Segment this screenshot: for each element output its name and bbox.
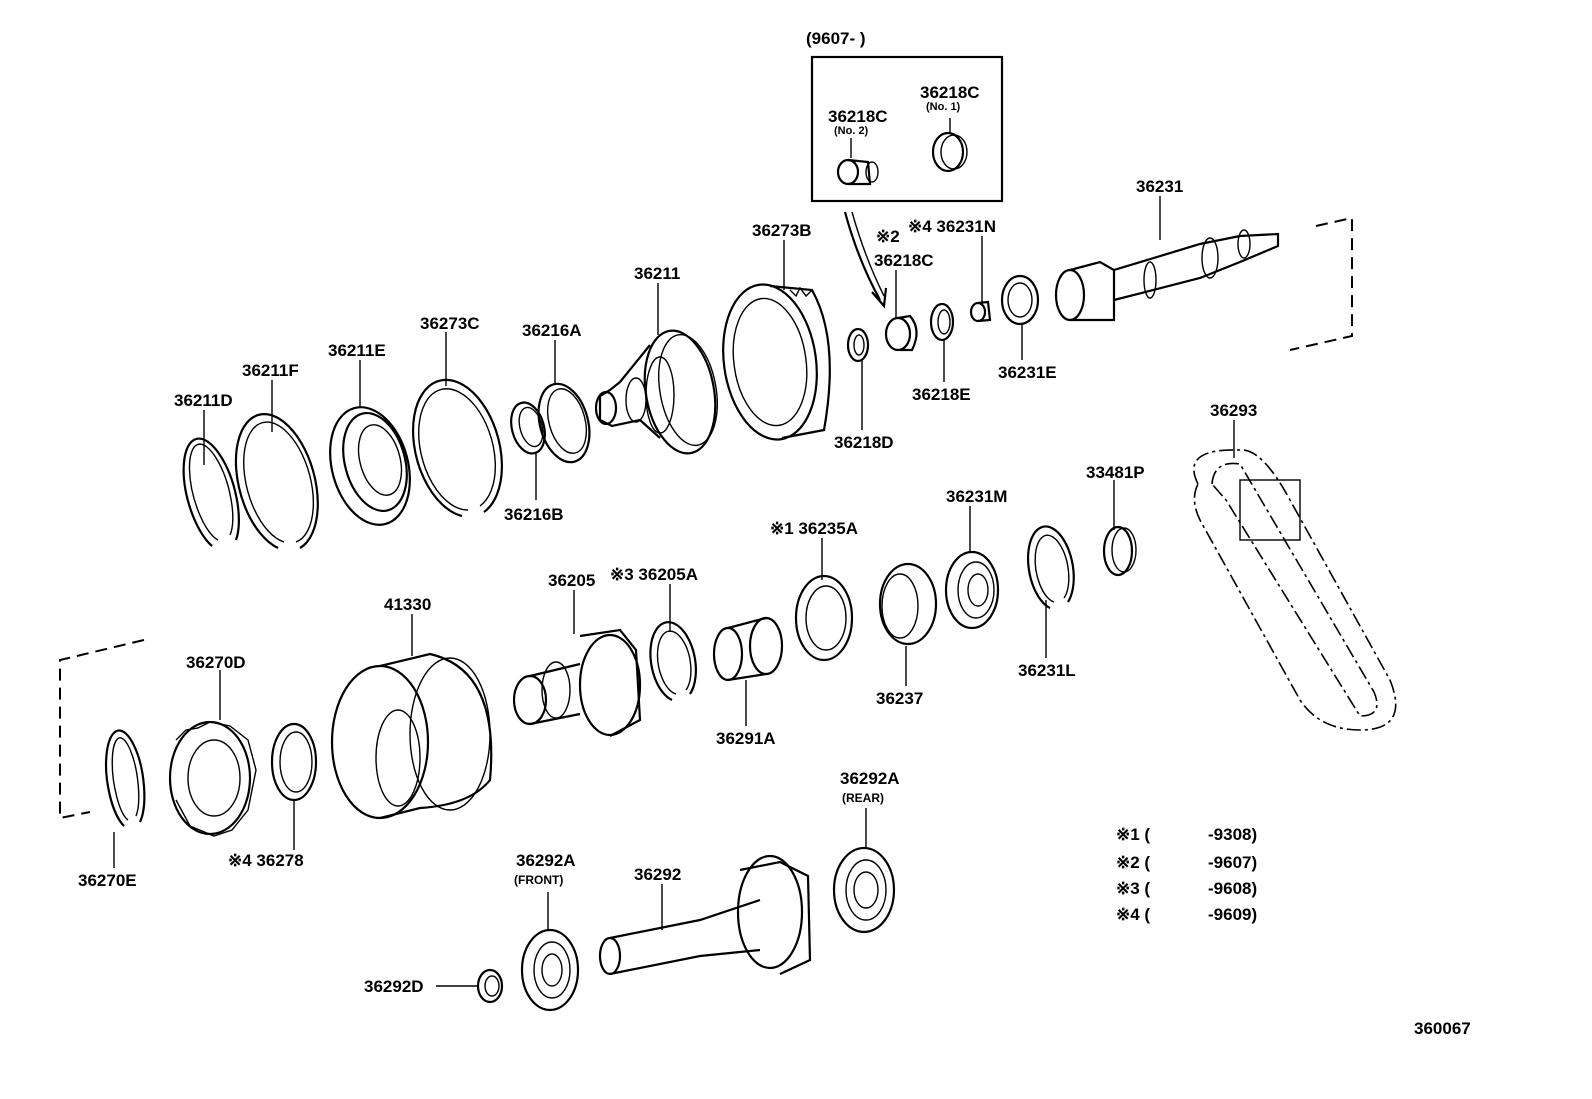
label-36218c-no2-sub: (No. 2) bbox=[834, 125, 869, 137]
part-36270e-drawing bbox=[104, 729, 146, 827]
label-36211e: 36211E bbox=[328, 341, 386, 360]
part-36216a-drawing bbox=[537, 382, 591, 464]
leader-lines bbox=[113, 118, 1235, 987]
part-36218c-no1-drawing bbox=[931, 131, 968, 173]
legend-mark-2: ※2 ( bbox=[1116, 853, 1151, 872]
part-36270d-drawing bbox=[168, 720, 257, 837]
figure-number: 360067 bbox=[1414, 1019, 1471, 1038]
label-36218c-mark: ※2 bbox=[876, 227, 900, 246]
legend-value-1: -9308) bbox=[1208, 825, 1258, 844]
label-36218c: 36218C bbox=[874, 251, 934, 270]
label-36231n: ※4 36231N bbox=[908, 217, 996, 236]
label-36273b: 36273B bbox=[752, 221, 812, 240]
part-36231e-drawing bbox=[1000, 274, 1040, 326]
label-36216b: 36216B bbox=[504, 505, 564, 524]
part-36292a-rear-drawing bbox=[832, 846, 896, 934]
part-36211e-drawing bbox=[329, 406, 411, 526]
inset-date-range: (9607- ) bbox=[806, 29, 866, 48]
part-36291a-drawing bbox=[712, 616, 784, 682]
label-36237: 36237 bbox=[876, 689, 924, 708]
legend-mark-1: ※1 ( bbox=[1116, 825, 1151, 844]
part-36218c-no2-drawing bbox=[836, 158, 879, 186]
part-33481p-drawing bbox=[1102, 525, 1137, 577]
legend-value-2: -9607) bbox=[1208, 853, 1258, 872]
label-36292a-front-sub: (FRONT) bbox=[514, 873, 564, 887]
part-36231m-drawing bbox=[944, 550, 1000, 630]
part-36273c-drawing bbox=[411, 378, 503, 518]
label-36211: 36211 bbox=[634, 264, 681, 283]
label-36205: 36205 bbox=[548, 571, 596, 590]
label-36211f: 36211F bbox=[242, 361, 299, 380]
label-36231l: 36231L bbox=[1018, 661, 1076, 680]
label-36231e: 36231E bbox=[998, 363, 1057, 382]
part-36235a-drawing bbox=[794, 574, 854, 662]
label-36218d: 36218D bbox=[834, 433, 894, 452]
part-36292a-front-drawing bbox=[520, 928, 580, 1012]
label-36292d: 36292D bbox=[364, 977, 424, 996]
part-36231n-drawing bbox=[969, 300, 992, 323]
part-36216b-drawing bbox=[510, 401, 546, 455]
shaft-bracket-left bbox=[59, 639, 145, 820]
inset-box bbox=[810, 55, 1004, 203]
label-36211d: 36211D bbox=[174, 391, 233, 410]
label-36231: 36231 bbox=[1136, 177, 1184, 196]
part-36292-drawing bbox=[598, 854, 812, 976]
part-36231l-drawing bbox=[1026, 525, 1075, 609]
part-36293-chain-drawing bbox=[1193, 449, 1397, 731]
label-36205a: ※3 36205A bbox=[610, 565, 698, 584]
part-36218d-drawing bbox=[846, 327, 870, 363]
label-36218c-no1: 36218C bbox=[920, 83, 980, 102]
part-36211-drawing bbox=[594, 329, 718, 455]
part-36292d-drawing bbox=[476, 968, 504, 1004]
label-41330: 41330 bbox=[384, 595, 432, 614]
part-41330-drawing bbox=[330, 652, 493, 820]
part-36231-drawing bbox=[1054, 229, 1280, 322]
label-33481p: 33481P bbox=[1086, 463, 1145, 482]
label-36292: 36292 bbox=[634, 865, 682, 884]
label-36216a: 36216A bbox=[522, 321, 582, 340]
shaft-bracket-right bbox=[1289, 216, 1353, 351]
label-36231m: 36231M bbox=[946, 487, 1008, 506]
label-36292a-rear: 36292A bbox=[840, 769, 900, 788]
label-36235a: ※1 36235A bbox=[770, 519, 858, 538]
part-36205a-drawing bbox=[649, 621, 697, 701]
label-36270d: 36270D bbox=[186, 653, 246, 672]
part-36237-drawing bbox=[878, 562, 938, 646]
legend-value-3: -9608) bbox=[1208, 879, 1258, 898]
part-36218c-drawing bbox=[884, 314, 918, 352]
label-36278: ※4 36278 bbox=[228, 851, 304, 870]
legend-mark-4: ※4 ( bbox=[1116, 905, 1151, 924]
inset-arrow bbox=[843, 211, 881, 301]
label-36273c: 36273C bbox=[420, 314, 480, 333]
label-36270e: 36270E bbox=[78, 871, 137, 890]
legend-value-4: -9609) bbox=[1208, 905, 1258, 924]
label-36218c-no1-sub: (No. 1) bbox=[926, 101, 961, 113]
label-36293: 36293 bbox=[1210, 401, 1258, 420]
label-36292a-front: 36292A bbox=[516, 851, 576, 870]
part-36205-drawing bbox=[512, 628, 642, 737]
label-36218e: 36218E bbox=[912, 385, 971, 404]
label-36218c-no2: 36218C bbox=[828, 107, 888, 126]
part-36211f-drawing bbox=[234, 413, 319, 549]
label-36291a: 36291A bbox=[716, 729, 776, 748]
part-36278-drawing bbox=[270, 722, 318, 802]
part-36273b-drawing bbox=[722, 283, 831, 441]
part-36211d-drawing bbox=[182, 437, 240, 547]
label-36292a-rear-sub: (REAR) bbox=[842, 791, 884, 805]
part-36218e-drawing bbox=[929, 302, 955, 342]
legend-mark-3: ※3 ( bbox=[1116, 879, 1151, 898]
